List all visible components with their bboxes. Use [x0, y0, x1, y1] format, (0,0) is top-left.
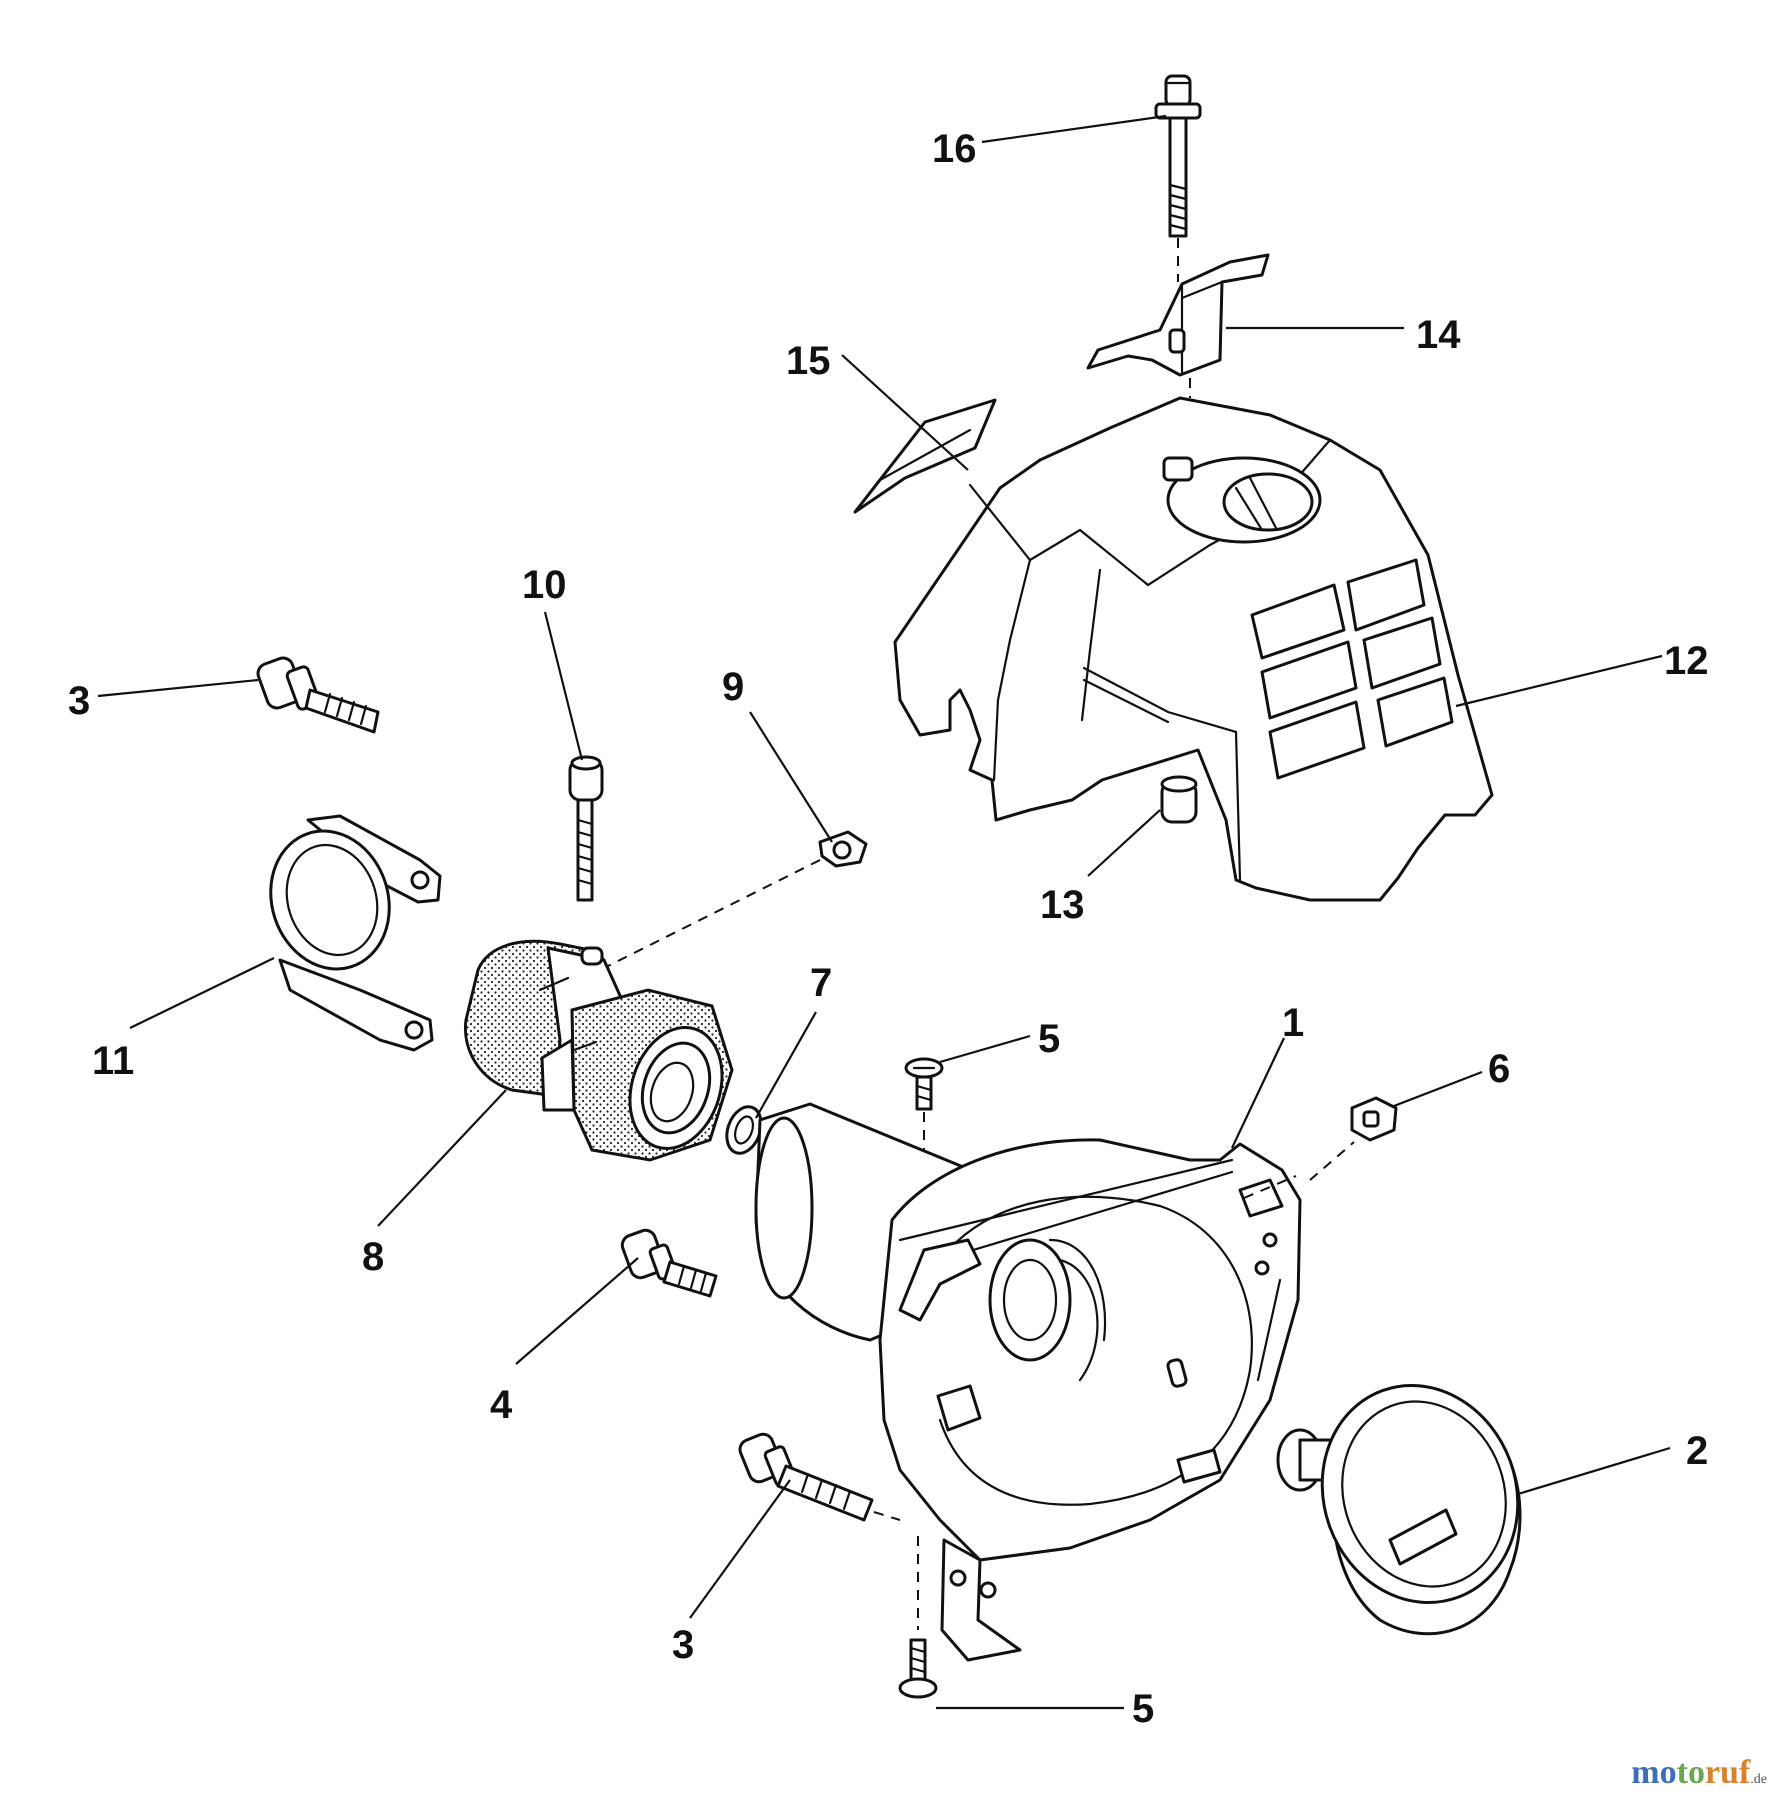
callout-11: 11: [92, 1039, 134, 1083]
callout-7: 7: [810, 961, 832, 1005]
callout-3-lower: 3: [672, 1623, 694, 1667]
callout-8: 8: [362, 1235, 384, 1279]
motoruf-watermark-logo: motoruf.de: [1631, 1754, 1767, 1791]
bolt-16: [1154, 74, 1202, 282]
screw-4: [620, 1228, 718, 1298]
screw-3-lower: [738, 1432, 901, 1522]
label-15: [853, 398, 997, 514]
engine-cover-12: [893, 396, 1494, 902]
screw-5-upper: [904, 1057, 944, 1160]
callout-9: 9: [722, 665, 744, 709]
callouts: 16 14 15 12 10 3 9 13 11 7 5 1 6 8 4 2 3…: [68, 127, 1709, 1731]
callout-1: 1: [1282, 1001, 1304, 1045]
nut-9: [589, 830, 868, 976]
callout-4: 4: [490, 1383, 513, 1427]
nut-6: [1309, 1096, 1398, 1181]
callout-15: 15: [786, 339, 831, 383]
screw-5-lower: [898, 1536, 938, 1699]
fan-housing-1: [754, 1102, 1302, 1662]
bracket-11: [269, 814, 442, 1052]
callout-14: 14: [1416, 313, 1461, 357]
callout-10: 10: [522, 563, 567, 607]
callout-2: 2: [1686, 1429, 1708, 1473]
callout-6: 6: [1488, 1047, 1510, 1091]
callout-3-upper: 3: [68, 679, 90, 723]
leader-lines: [97, 114, 1671, 1710]
grommet-13: [1160, 775, 1198, 824]
callout-5-lower: 5: [1132, 1687, 1154, 1731]
lever-14: [1086, 253, 1270, 398]
callout-5-upper: 5: [1038, 1017, 1060, 1061]
callout-16: 16: [932, 127, 977, 171]
clutch-drum-2: [1276, 1384, 1522, 1636]
callout-13: 13: [1040, 883, 1085, 927]
callout-12: 12: [1664, 639, 1709, 683]
bolt-10: [568, 755, 604, 902]
handle-grip-8: [463, 939, 734, 1162]
screw-3-upper: [256, 656, 380, 734]
